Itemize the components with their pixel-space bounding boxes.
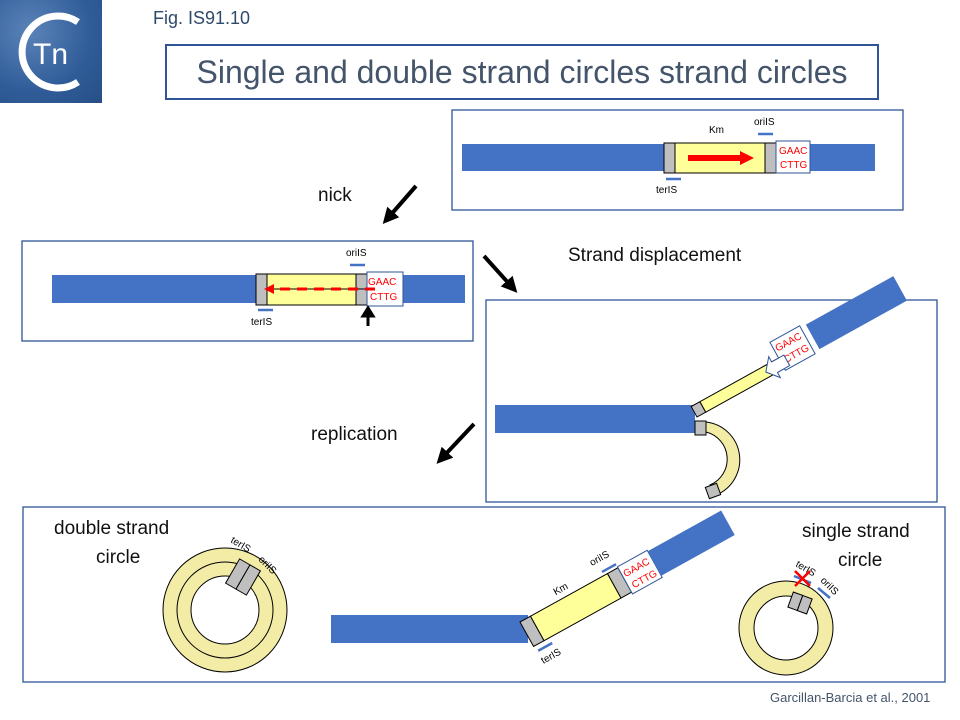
nick-site-arrow-icon bbox=[360, 305, 376, 326]
terIS-label: terIS bbox=[251, 317, 272, 328]
oriIS-arrow-icon bbox=[601, 563, 617, 574]
panel-products: terIS oriIS GAAC CTTG Km oriIS terIS bbox=[22, 506, 946, 683]
terIS-arrow-icon bbox=[537, 641, 553, 652]
nick-arrow-icon bbox=[382, 184, 418, 225]
linear-product: GAAC CTTG Km oriIS terIS bbox=[331, 510, 735, 667]
terIS-end bbox=[663, 142, 676, 174]
dashed-arrowhead-icon bbox=[264, 284, 274, 294]
oriIS-label: oriIS bbox=[346, 248, 367, 259]
title-box: Single and double strand circles strand … bbox=[165, 44, 879, 100]
double-strand-circle: terIS oriIS bbox=[162, 535, 288, 673]
km-arrow-icon bbox=[688, 151, 754, 165]
replication-arrow-icon bbox=[436, 422, 476, 464]
seq-bottom: CTTG bbox=[370, 292, 397, 303]
single-strand-label-2: circle bbox=[838, 550, 883, 571]
double-strand-label: double strand bbox=[54, 518, 170, 539]
logo: Tn bbox=[0, 0, 102, 103]
credit: Garcillan-Barcia et al., 2001 bbox=[770, 690, 931, 705]
step-strand-displacement-label: Strand displacement bbox=[568, 245, 742, 266]
double-strand-label-2: circle bbox=[96, 547, 141, 568]
displacement-arrow-icon bbox=[765, 354, 791, 379]
oriIS-end bbox=[764, 142, 777, 174]
seq-bottom: CTTG bbox=[780, 160, 807, 171]
step-replication-label: replication bbox=[311, 424, 398, 445]
dna-strand bbox=[495, 405, 695, 433]
panel-initial: GAAC CTTG Km oriIS terIS bbox=[451, 109, 904, 211]
oriIS-label: oriIS bbox=[754, 117, 775, 128]
seq-top: GAAC bbox=[368, 277, 396, 288]
sequence-box bbox=[775, 140, 811, 174]
single-strand-label: single strand bbox=[802, 521, 910, 542]
blocked-x-icon bbox=[794, 570, 811, 587]
panel-displacement: GAAC CTTG bbox=[485, 276, 938, 503]
panel-nicked: GAAC CTTG oriIS terIS bbox=[21, 240, 474, 342]
figure-label: Fig. IS91.10 bbox=[153, 8, 251, 28]
oriIS-arrow-icon bbox=[817, 587, 831, 599]
seq-top: GAAC bbox=[779, 146, 807, 157]
displacement-arrow-icon bbox=[482, 254, 518, 293]
page-title: Single and double strand circles strand … bbox=[196, 53, 848, 90]
step-nick-label: nick bbox=[318, 185, 352, 206]
terIS-label: terIS bbox=[656, 185, 677, 196]
logo-text: Tn bbox=[33, 38, 68, 71]
tn-logo-icon: Tn bbox=[18, 12, 80, 92]
km-label: Km bbox=[709, 125, 724, 136]
